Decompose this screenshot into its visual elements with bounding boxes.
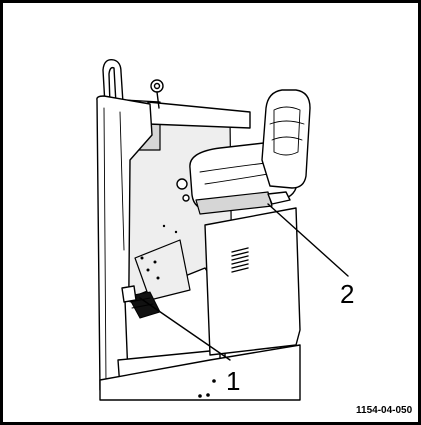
backrest-panel [273, 106, 301, 156]
pedal-mount [121, 285, 137, 303]
top-beam [147, 101, 251, 129]
seat-adjust-knob [176, 178, 188, 190]
lever-stem [156, 91, 160, 109]
grab-handle-inner [108, 66, 117, 106]
bolt-dot [153, 260, 157, 264]
housing-crease [119, 111, 125, 251]
callout-2-leader [267, 203, 349, 277]
seat-pedestal [204, 207, 301, 356]
callout-1-label: 1 [226, 366, 240, 396]
grab-handle [102, 59, 124, 106]
seat-backrest [261, 89, 311, 189]
callout-2-label: 2 [340, 279, 354, 309]
base-bolt [198, 394, 202, 398]
seat-slide-rail [195, 191, 273, 215]
bolt-dot [146, 268, 150, 272]
base-bolt [212, 379, 216, 383]
backrest-seam [271, 136, 303, 141]
callout-1-leader [139, 297, 231, 361]
housing-edge [103, 107, 107, 385]
base-bolt [206, 393, 210, 397]
bolt-dot [174, 230, 178, 234]
bolt-dot [156, 276, 160, 280]
lever-knob-center [153, 82, 161, 90]
vent-grille [231, 247, 249, 273]
bolt-dot [162, 224, 166, 228]
backrest-seam [269, 120, 305, 125]
pedal-plate [134, 239, 191, 301]
chassis-base [99, 344, 301, 401]
seat-adjust-lever [182, 194, 190, 202]
bolt-dot [140, 256, 144, 260]
figure-id: 1154-04-050 [356, 405, 413, 416]
left-housing [96, 95, 153, 391]
seat-rail-latch [267, 191, 291, 205]
